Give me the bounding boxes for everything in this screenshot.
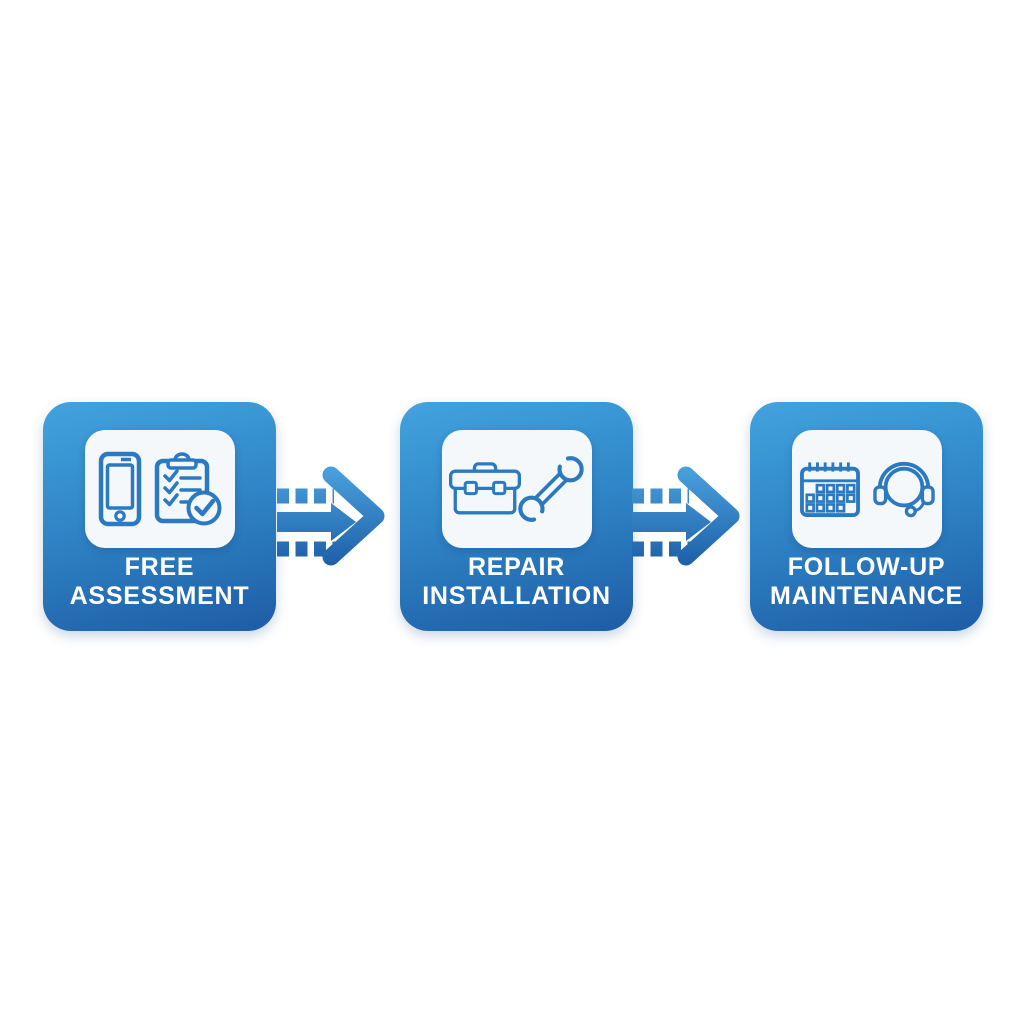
headset-icon [872, 461, 935, 518]
step-label: FREE ASSESSMENT [43, 553, 276, 611]
step-label-line2: INSTALLATION [422, 582, 611, 610]
icon-panel [84, 430, 235, 548]
step-card-repair-installation: REPAIR INSTALLATION [400, 402, 633, 631]
step-label: REPAIR INSTALLATION [400, 553, 633, 611]
flow-arrow-icon [632, 466, 740, 566]
step-label-line1: REPAIR [467, 553, 566, 581]
icon-panel [791, 430, 942, 548]
step-label-line2: MAINTENANCE [770, 582, 963, 610]
step-card-free-assessment: FREE ASSESSMENT [43, 402, 276, 631]
smartphone-icon [98, 451, 141, 527]
wrench-icon [517, 456, 584, 522]
step-card-follow-up-maintenance: FOLLOW-UP MAINTENANCE [750, 402, 983, 631]
step-label-line1: FREE [124, 553, 195, 581]
step-label-line1: FOLLOW-UP [787, 553, 946, 581]
check-circle-icon [186, 490, 221, 526]
step-label: FOLLOW-UP MAINTENANCE [750, 553, 983, 611]
calendar-icon [799, 462, 860, 518]
flow-arrow-icon [277, 466, 385, 566]
toolbox-icon [448, 462, 521, 515]
icon-panel [441, 430, 592, 548]
step-label-line2: ASSESSMENT [69, 582, 250, 610]
checklist-clipboard-icon [154, 452, 221, 526]
